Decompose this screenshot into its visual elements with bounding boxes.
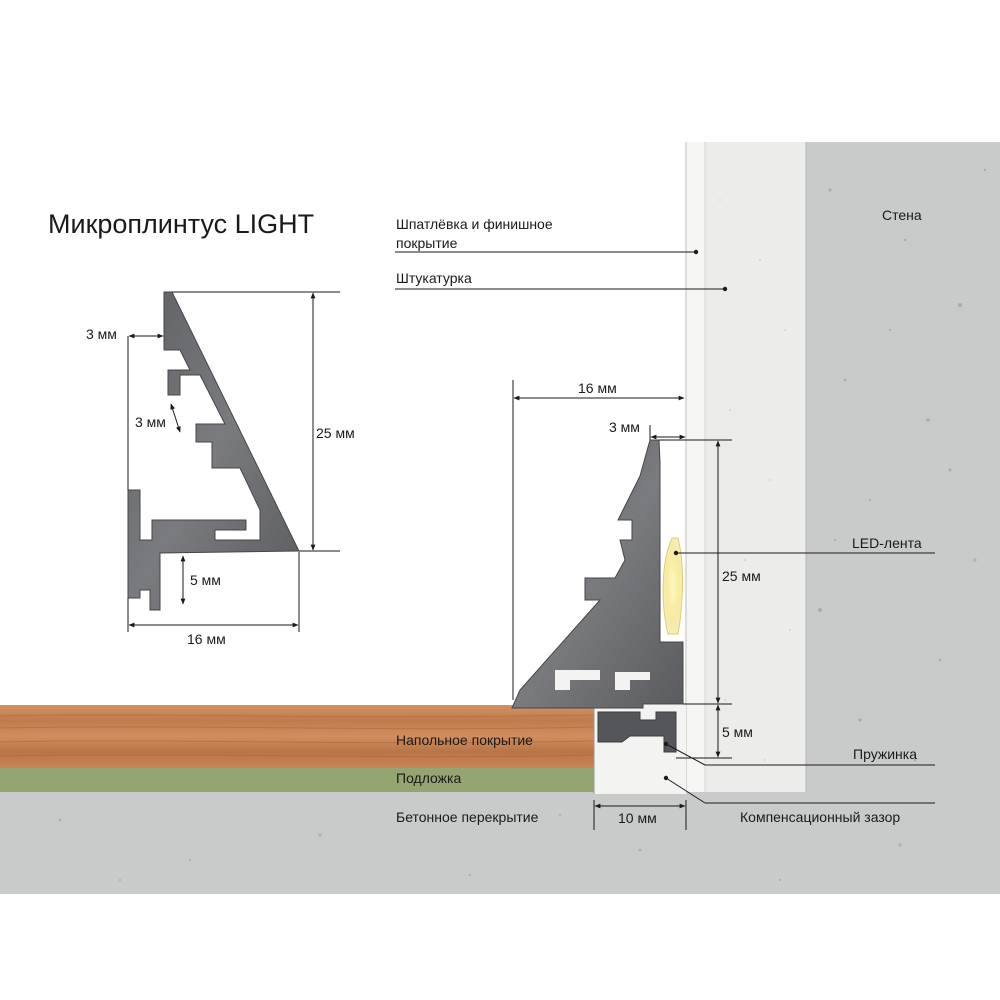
label-putty-line1: Шпатлёвка и финишное (396, 216, 553, 232)
callout-leaders (395, 251, 935, 804)
label-slab: Бетонное перекрытие (396, 809, 539, 825)
label-floor-covering: Напольное покрытие (396, 732, 533, 748)
floor-slab (0, 792, 1000, 894)
label-putty-line2: покрытие (396, 235, 458, 251)
dim-installed-foot: 5 мм (722, 724, 753, 740)
floor-slab-texture (58, 813, 902, 882)
led-strip (662, 537, 683, 635)
wall-concrete-texture (818, 168, 987, 762)
label-gap: Компенсационный зазор (740, 809, 900, 825)
wall-plaster-texture (719, 199, 791, 761)
profile-section-installed (511, 439, 684, 753)
installed-dimensions (512, 380, 732, 830)
dim-installed-width: 16 мм (578, 380, 617, 396)
label-wall: Стена (882, 207, 922, 223)
label-plaster: Штукатурка (396, 270, 472, 286)
diagram-title: Микроплинтус LIGHT (48, 209, 314, 239)
dim-installed-top: 3 мм (609, 419, 640, 435)
dim-small-foot: 5 мм (190, 572, 221, 588)
label-led: LED-лента (852, 535, 922, 551)
wall-putty (686, 142, 705, 794)
floor-wood-grain (0, 714, 595, 758)
small-dimensions (127, 291, 340, 632)
label-underlay: Подложка (396, 770, 461, 786)
dim-installed-height: 25 мм (722, 568, 761, 584)
wall-plaster (705, 142, 806, 794)
profile-section-small (127, 291, 300, 611)
dim-small-width: 16 мм (187, 631, 226, 647)
floor-covering (0, 705, 594, 768)
callout-dots (663, 249, 728, 781)
label-spring: Пружинка (853, 746, 917, 762)
wall-concrete (806, 142, 1000, 794)
dim-gap-width: 10 мм (618, 810, 657, 826)
spring-clip (597, 711, 677, 753)
dim-small-slot: 3 мм (135, 414, 166, 430)
floor-underlay (0, 768, 594, 792)
dim-small-top: 3 мм (86, 326, 117, 342)
dim-small-height: 25 мм (316, 425, 355, 441)
